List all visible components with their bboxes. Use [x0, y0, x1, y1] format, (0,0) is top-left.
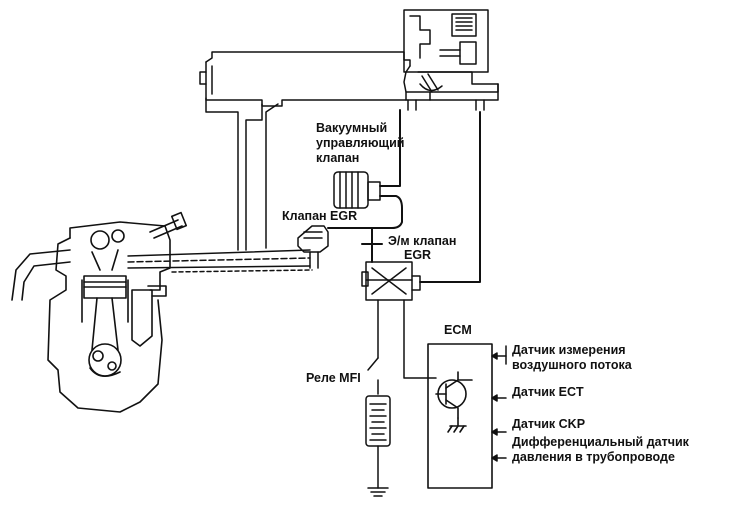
- vacuum-hoses: [327, 109, 481, 283]
- vacuum-valve-label-line-1: Вакуумный: [316, 121, 387, 135]
- egr-valve-label: Клапан EGR: [282, 209, 357, 223]
- relay-label: Реле MFI: [306, 371, 361, 385]
- ecm-box: [427, 343, 493, 489]
- sensor-ckp-label: Датчик CKP: [512, 417, 585, 431]
- wiring: [365, 299, 437, 497]
- ecm-label: ECM: [444, 323, 472, 337]
- sensor-maf-label-line-1: Датчик измерения: [512, 343, 626, 357]
- solenoid-valve-label-line-1: Э/м клапан: [388, 234, 456, 248]
- solenoid-valve-label-line-2: EGR: [404, 248, 431, 262]
- sensor-maf-label-line-2: воздушного потока: [512, 358, 633, 372]
- sensor-inputs: [491, 345, 507, 462]
- intake-manifold: [199, 9, 499, 111]
- vacuum-control-valve: [333, 171, 381, 209]
- engine-cutaway: [11, 211, 188, 413]
- egr-valve: [297, 225, 329, 269]
- sensor-map-label-line-2: давления в трубопроводе: [512, 450, 675, 464]
- sensor-map-label-line-1: Дифференциальный датчик: [512, 435, 690, 449]
- egr-pipe: [127, 97, 313, 273]
- egr-solenoid-valve: [361, 261, 421, 301]
- sensor-ect-label: Датчик ECT: [512, 385, 584, 399]
- vacuum-valve-label-line-2: управляющий: [316, 136, 404, 150]
- vacuum-valve-label-line-3: клапан: [316, 151, 359, 165]
